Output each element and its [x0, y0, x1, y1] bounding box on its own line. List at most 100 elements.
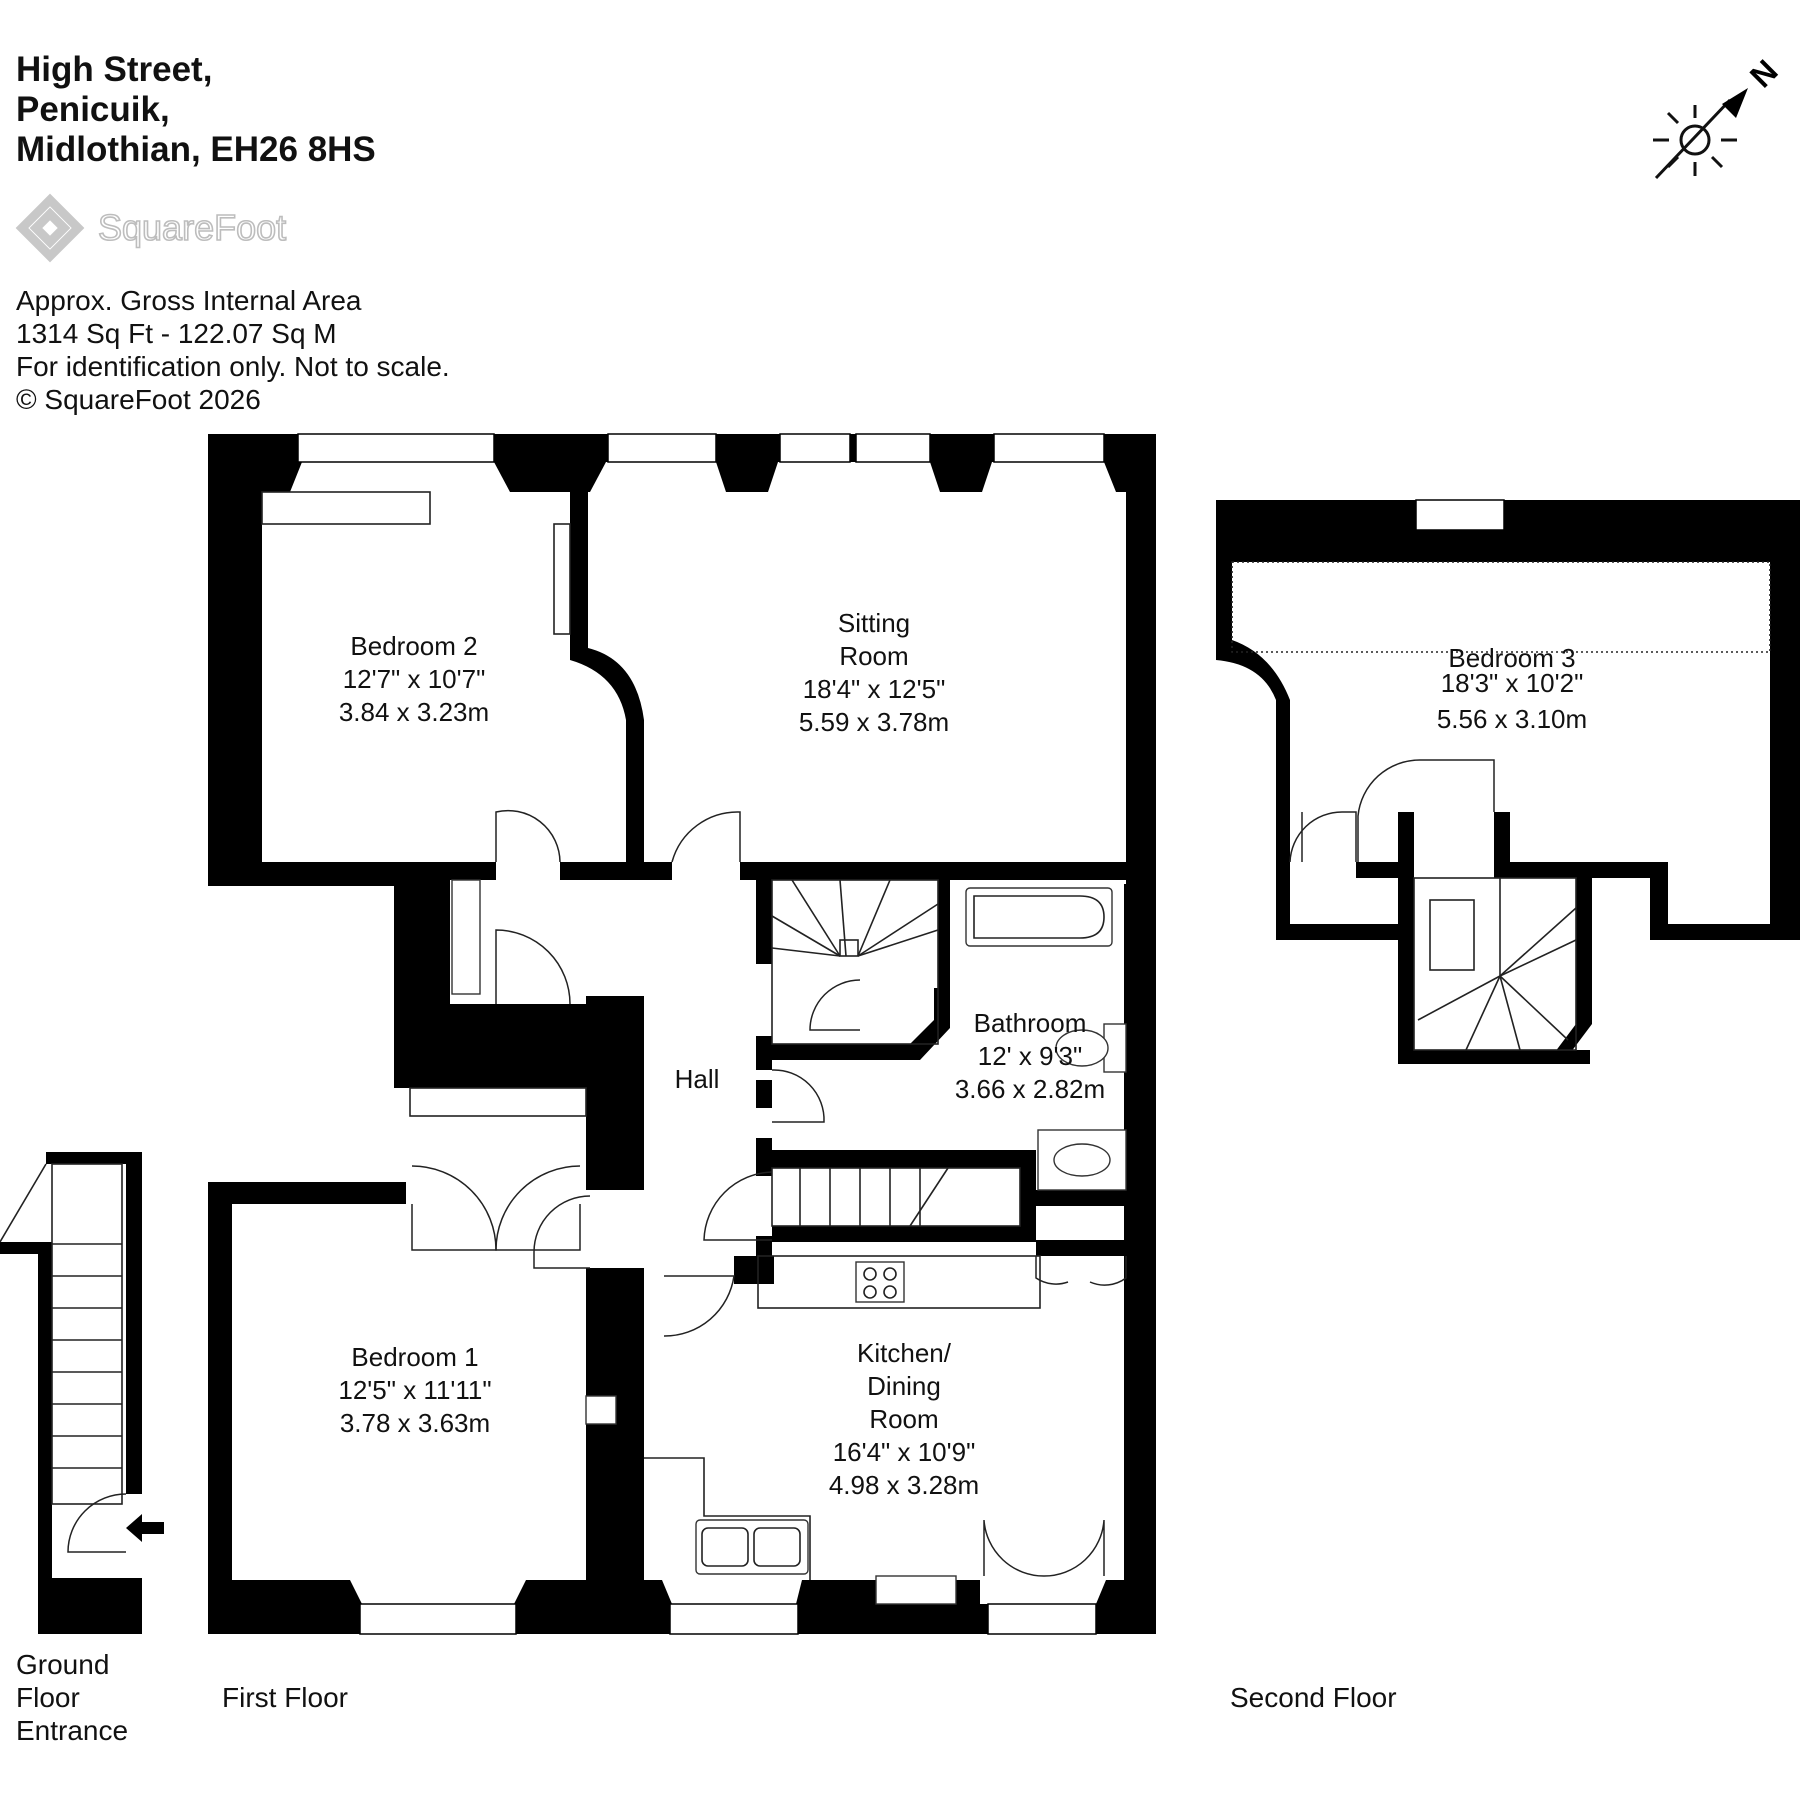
wall: [930, 462, 992, 492]
wall: [1356, 862, 1400, 878]
sink-bowl: [701, 1527, 749, 1567]
hob-icon: [855, 1261, 905, 1303]
floor-label-line: Ground: [16, 1649, 109, 1680]
property-address: High Street, Penicuik, Midlothian, EH26 …: [16, 50, 376, 170]
room-imperial: 12'7" x 10'7": [343, 664, 486, 694]
wardrobe: [409, 1087, 587, 1117]
fixture: [875, 1575, 957, 1605]
room-metric: 3.66 x 2.82m: [955, 1074, 1105, 1104]
room-imperial: 16'4" x 10'9": [833, 1437, 976, 1467]
wall: [756, 1080, 772, 1108]
squarefoot-logo: SquareFoot: [15, 193, 287, 263]
floor-label-line: Entrance: [16, 1715, 128, 1746]
room-label-bathroom: Bathroom 12' x 9'3" 3.66 x 2.82m: [955, 1008, 1105, 1104]
room-name: Dining: [867, 1371, 941, 1401]
wall: [208, 862, 394, 886]
window: [607, 433, 717, 463]
staircase-lower: [771, 1167, 1021, 1227]
wall: [1770, 562, 1800, 940]
wall: [956, 1580, 980, 1604]
wall: [208, 1182, 406, 1204]
door-arcs: [411, 809, 1127, 1577]
wall: [756, 1036, 772, 1070]
address-line-2: Penicuik,: [16, 90, 170, 129]
room-metric: 5.56 x 3.10m: [1437, 704, 1587, 734]
wall: [938, 880, 950, 988]
wall: [38, 1252, 52, 1634]
wall: [1398, 812, 1414, 1064]
address-line-3: Midlothian, EH26 8HS: [16, 130, 376, 169]
window: [359, 1603, 517, 1635]
staircase: [1413, 877, 1577, 1051]
wall: [1494, 812, 1510, 868]
room-label-sitting-room: Sitting Room 18'4" x 12'5" 5.59 x 3.78m: [799, 608, 949, 737]
bath-fixture: [965, 887, 1113, 947]
wall: [1020, 1150, 1036, 1242]
squarefoot-logo-icon: [15, 193, 85, 263]
wall: [1398, 1050, 1590, 1064]
window: [987, 1603, 1097, 1635]
north-label: N: [1743, 53, 1785, 95]
wall: [1126, 434, 1156, 1634]
wall: [1494, 862, 1650, 878]
wall: [796, 1580, 876, 1604]
stair-treads: [771, 879, 939, 957]
area-info: Approx. Gross Internal Area 1314 Sq Ft -…: [16, 284, 450, 416]
fixture: [585, 1395, 617, 1425]
second-floor-plan: [1216, 499, 1800, 1064]
wall: [772, 1226, 1036, 1242]
fixture: [451, 879, 481, 995]
wall: [1104, 462, 1126, 492]
window: [993, 433, 1105, 463]
wall: [1650, 924, 1784, 940]
room-label-kitchen-dining: Kitchen/ Dining Room 16'4" x 10'9" 4.98 …: [829, 1338, 979, 1500]
room-label-bedroom-2: Bedroom 2 12'7" x 10'7" 3.84 x 3.23m: [339, 631, 489, 727]
ground-floor-plan: [0, 1152, 164, 1634]
wall: [716, 462, 778, 492]
wall: [1216, 562, 1290, 938]
toilet-icon: [1055, 1029, 1109, 1067]
copyright: © SquareFoot 2026: [16, 384, 261, 415]
window: [779, 433, 851, 463]
logo-text: SquareFoot: [98, 207, 286, 248]
wall: [756, 880, 772, 964]
staircase: [51, 1163, 123, 1505]
wall: [734, 1256, 774, 1284]
wall: [570, 492, 644, 864]
wall: [772, 1150, 1034, 1168]
wall: [586, 996, 644, 1190]
stair-treads: [0, 1163, 122, 1469]
room-metric: 5.59 x 3.78m: [799, 707, 949, 737]
floor-label-line: Floor: [16, 1682, 80, 1713]
sink-bowl: [753, 1527, 801, 1567]
room-name: Sitting: [838, 608, 910, 638]
wall: [394, 862, 496, 880]
room-imperial: 12'5" x 11'11": [338, 1375, 491, 1405]
wall: [644, 1580, 672, 1604]
scale-disclaimer: For identification only. Not to scale.: [16, 351, 450, 382]
window: [1415, 499, 1505, 531]
room-name: Kitchen/: [857, 1338, 952, 1368]
wall: [756, 1138, 772, 1176]
room-name: Bedroom 1: [351, 1342, 478, 1372]
wall: [772, 988, 950, 1060]
area-title: Approx. Gross Internal Area: [16, 285, 362, 316]
north-arrow-icon: [1722, 88, 1748, 118]
wall: [394, 1026, 586, 1088]
floor-label-second: Second Floor: [1230, 1682, 1397, 1713]
window: [669, 1603, 799, 1635]
room-name: Room: [869, 1404, 938, 1434]
window: [297, 433, 495, 463]
wall: [1650, 862, 1668, 938]
room-label-bedroom-1: Bedroom 1 12'5" x 11'11" 3.78 x 3.63m: [338, 1342, 491, 1438]
door-arcs: [1289, 759, 1495, 863]
stair-treads: [1417, 878, 1577, 1051]
room-name: Bedroom 2: [350, 631, 477, 661]
sun-compass-icon: [1653, 98, 1737, 180]
window: [855, 433, 931, 463]
floor-label-ground: Ground Floor Entrance: [16, 1649, 128, 1746]
wall: [262, 462, 302, 492]
wall: [126, 1152, 142, 1494]
staircase: [771, 879, 939, 1045]
wall: [450, 1004, 586, 1026]
